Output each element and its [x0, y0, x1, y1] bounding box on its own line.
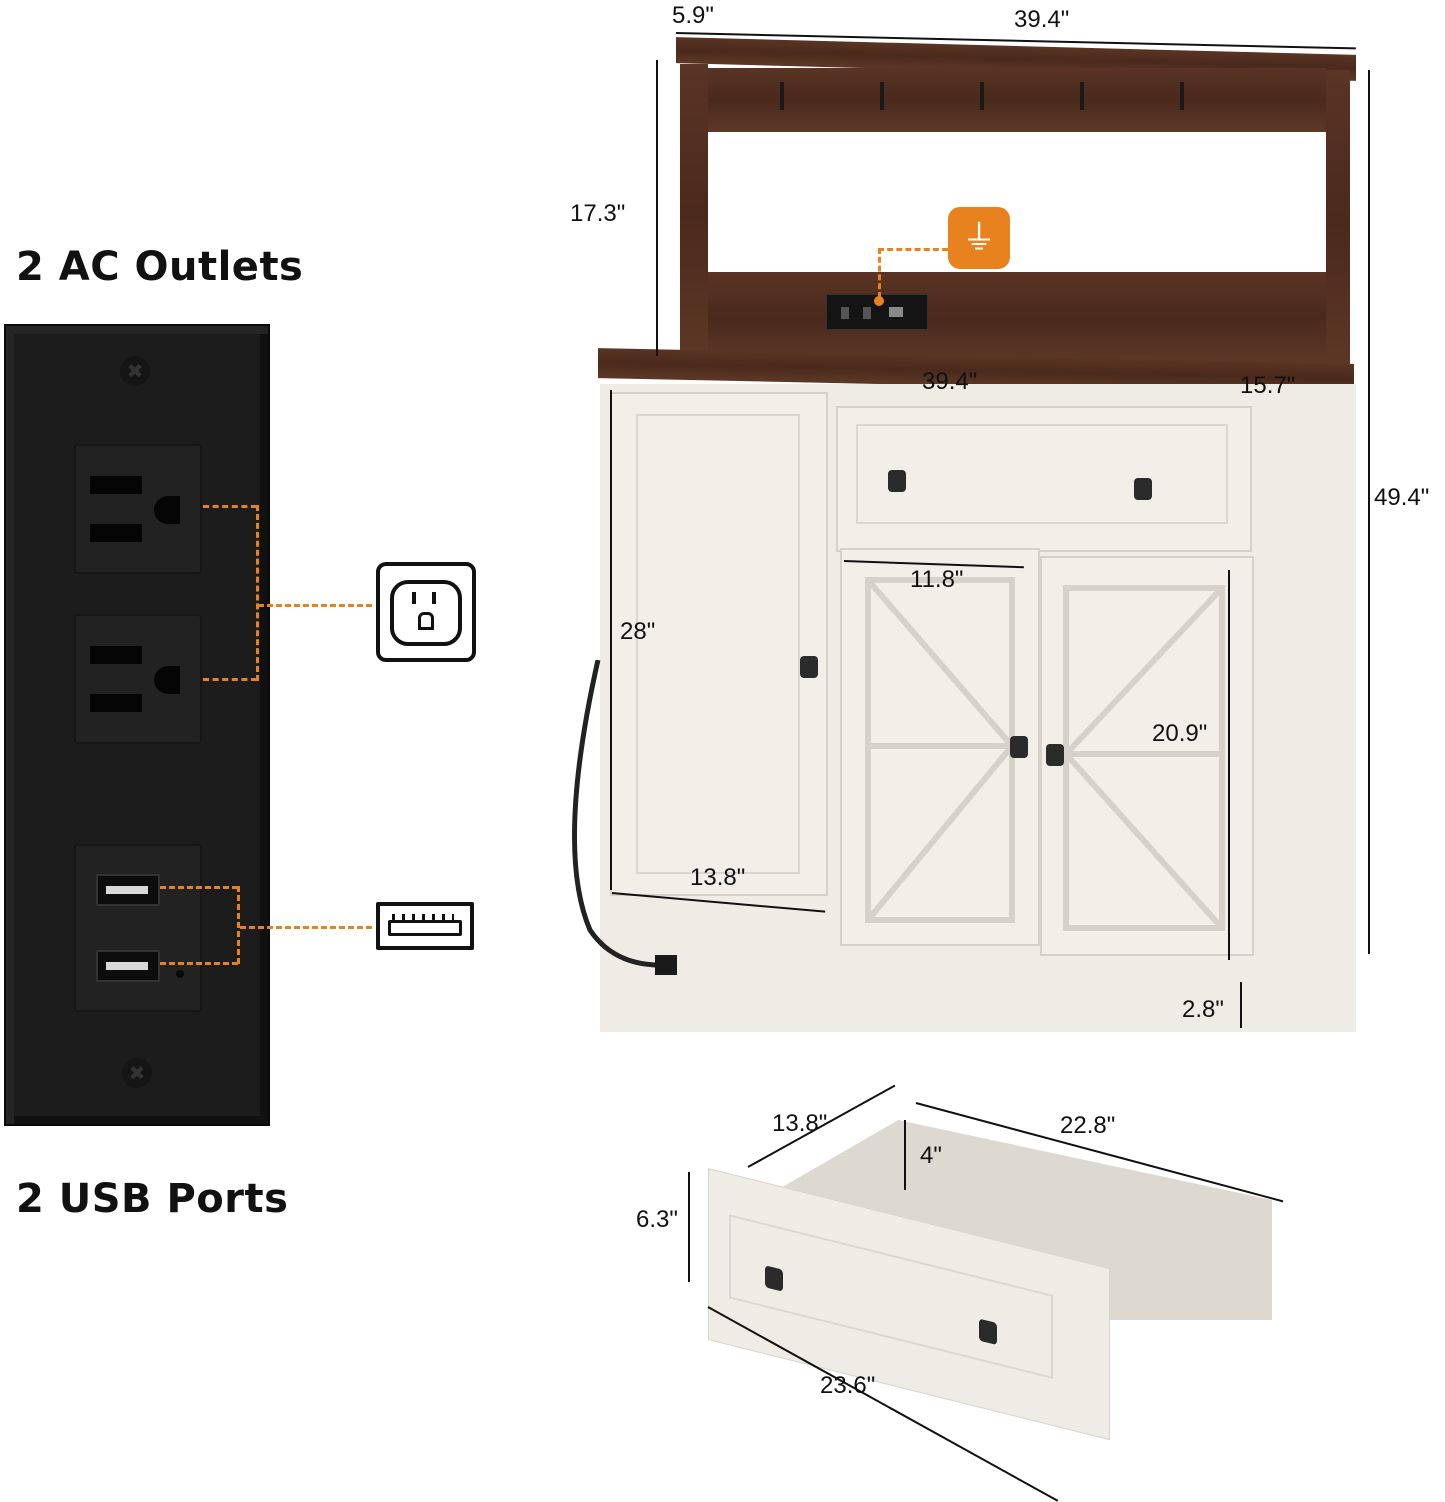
- dim-line-base-height: [1240, 982, 1242, 1028]
- power-plug-icon: ⏚: [948, 207, 1010, 269]
- ac-socket-1: [74, 444, 202, 574]
- hutch-left-side: [680, 64, 708, 364]
- drawer-knob: [888, 470, 906, 492]
- dim-hutch-depth: 5.9": [672, 2, 714, 29]
- ac-outlets-heading: 2 AC Outlets: [16, 244, 304, 290]
- dim-drawer-front-width: 23.6": [820, 1372, 876, 1399]
- usb-connector-line: [237, 886, 240, 964]
- dim-drawer-length: 22.8": [1060, 1112, 1116, 1139]
- hutch-back-panel: [708, 272, 1326, 364]
- dim-line-total-height: [1368, 70, 1370, 954]
- plug-connector-line: [878, 248, 948, 251]
- strip-marker-dot: [874, 296, 884, 306]
- usb-socket: [74, 844, 202, 1012]
- dim-line-door-height: [610, 390, 612, 890]
- barn-door-right[interactable]: [1040, 556, 1254, 956]
- dim-line-drawer-outer: [688, 1172, 690, 1282]
- dim-hutch-width: 39.4": [1014, 6, 1070, 33]
- dim-drawer-outer-height: 6.3": [636, 1206, 678, 1233]
- usb-connector-line: [240, 926, 372, 929]
- dim-hutch-height: 17.3": [570, 200, 626, 227]
- dim-barn-height: 20.9": [1152, 720, 1208, 747]
- coat-hooks: [780, 82, 1280, 110]
- door-knob: [800, 656, 818, 678]
- barn-door-left[interactable]: [840, 548, 1040, 946]
- dim-drawer-depth: 13.8": [772, 1110, 828, 1137]
- dim-drawer-inner-height: 4": [920, 1142, 942, 1169]
- dim-line-hutch-height: [656, 60, 658, 356]
- dim-base-height: 2.8": [1182, 996, 1224, 1023]
- usb-port-icon: [376, 902, 474, 950]
- ac-connector-line: [258, 604, 372, 607]
- ac-outlet-icon: [376, 562, 476, 662]
- top-drawer[interactable]: [836, 406, 1252, 552]
- usb-connector-line: [160, 962, 238, 965]
- ac-socket-2: [74, 614, 202, 744]
- dim-total-height: 49.4": [1374, 484, 1430, 511]
- drawer-front-knob: [765, 1265, 783, 1292]
- door-knob: [1046, 744, 1064, 766]
- usb-ports-heading: 2 USB Ports: [16, 1176, 289, 1222]
- dim-line-barn-height: [1228, 570, 1230, 960]
- ac-connector-line: [203, 505, 257, 508]
- drawer-knob: [1134, 478, 1152, 500]
- dim-barn-width: 11.8": [910, 566, 964, 593]
- bottom-screw-icon: ✖: [122, 1058, 152, 1088]
- dim-door-height: 28": [620, 618, 656, 645]
- drawer-front-knob: [979, 1318, 997, 1346]
- top-screw-icon: ✖: [120, 356, 150, 386]
- ac-connector-line: [256, 505, 259, 681]
- power-cord: [572, 660, 677, 975]
- dim-door-width: 13.8": [690, 864, 746, 891]
- dim-top-depth: 15.7": [1240, 372, 1296, 399]
- ac-connector-line: [203, 678, 257, 681]
- dim-top-width: 39.4": [922, 368, 978, 395]
- usb-connector-line: [160, 886, 238, 889]
- hutch-right-side: [1326, 70, 1350, 376]
- plug-connector-line: [878, 248, 881, 298]
- door-knob: [1010, 736, 1028, 758]
- dim-line-drawer-inner: [904, 1120, 906, 1190]
